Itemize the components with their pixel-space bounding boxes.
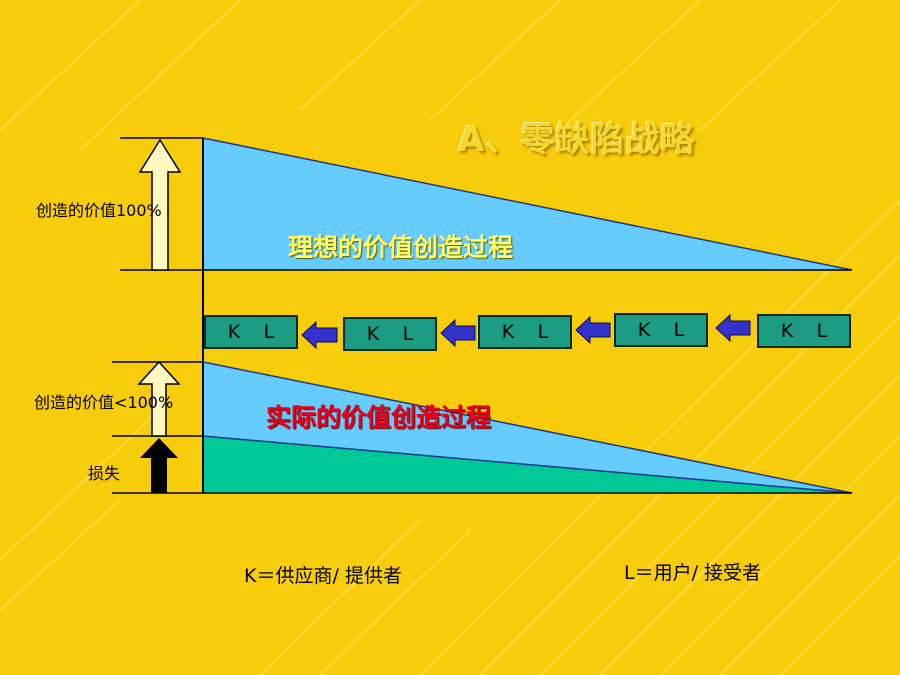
slide-title: A、零缺陷战略 bbox=[458, 120, 696, 160]
chain-box-l: L bbox=[537, 321, 549, 343]
ideal-triangle-top-edge bbox=[202, 137, 853, 271]
chain-box-k: K bbox=[637, 319, 651, 341]
chain-box-k: K bbox=[366, 323, 380, 345]
loss-boundary bbox=[202, 435, 853, 494]
ideal-process-label: 理想的价值创造过程 bbox=[288, 233, 514, 262]
chain-box: K L bbox=[614, 313, 708, 347]
chain-box-k: K bbox=[780, 320, 794, 342]
chain-box: K L bbox=[478, 315, 572, 349]
chain-arrow-icon bbox=[715, 313, 751, 343]
created-value-lt100-label: 创造的价值<100% bbox=[34, 393, 174, 412]
chain-box-l: L bbox=[402, 323, 414, 345]
legend-supplier: K＝供应商/ 提供者 bbox=[244, 565, 402, 587]
chain-box-k: K bbox=[501, 321, 515, 343]
loss-arrow-icon bbox=[140, 438, 178, 493]
loss-label: 损失 bbox=[88, 464, 121, 483]
value-lt100-arrow-icon bbox=[137, 360, 181, 437]
chain-box-l: L bbox=[673, 319, 685, 341]
actual-process-label: 实际的价值创造过程 bbox=[266, 403, 492, 432]
created-value-100-label: 创造的价值100% bbox=[36, 201, 162, 220]
chain-box: K L bbox=[757, 314, 851, 348]
chain-arrow-icon bbox=[440, 318, 476, 348]
chain-box: K L bbox=[204, 315, 298, 349]
chain-arrow-icon bbox=[575, 315, 611, 345]
chain-box-l: L bbox=[816, 320, 828, 342]
chain-box: K L bbox=[343, 317, 437, 351]
legend-user: L＝用户/ 接受者 bbox=[624, 562, 762, 584]
chain-box-k: K bbox=[227, 321, 241, 343]
actual-triangle-top-edge bbox=[202, 361, 853, 494]
value-100-arrow-icon bbox=[138, 138, 182, 271]
chain-arrow-icon bbox=[301, 320, 338, 350]
chain-box-l: L bbox=[263, 321, 275, 343]
